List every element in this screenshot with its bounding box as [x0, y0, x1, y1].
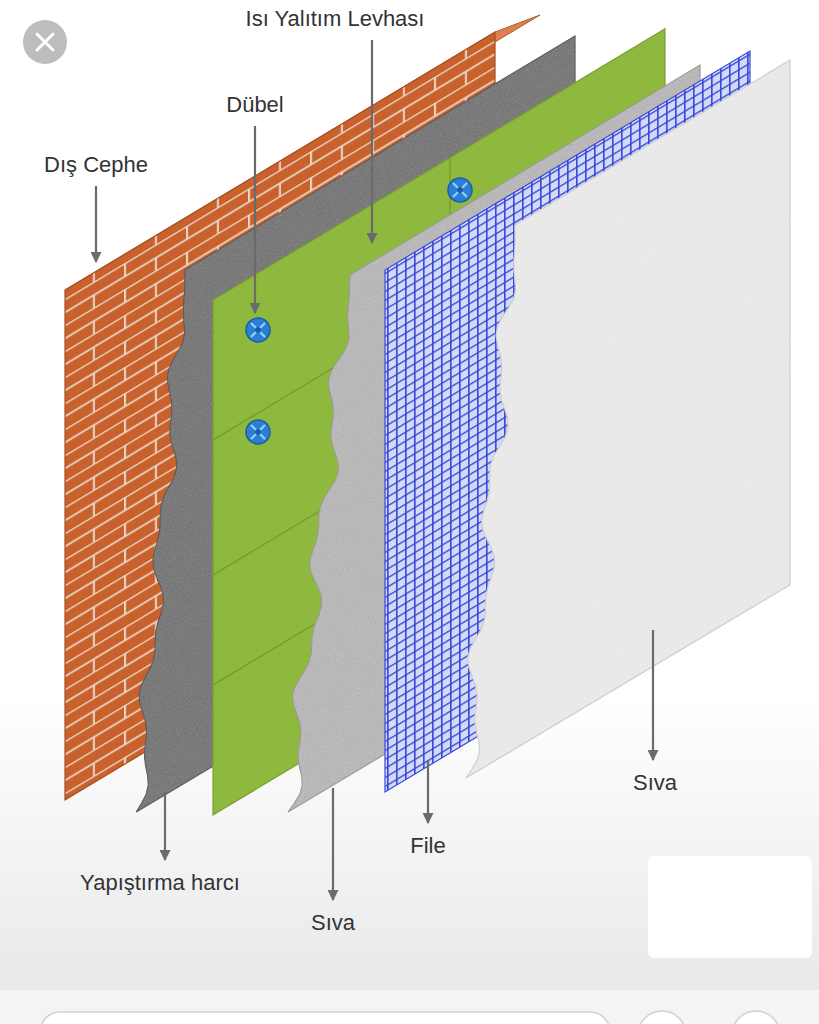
leader-arrow — [652, 630, 654, 760]
leader-arrow — [254, 126, 256, 313]
leader-arrow — [427, 760, 429, 823]
bottom-bar — [0, 990, 819, 1024]
wall-layers — [65, 15, 790, 815]
finish-texture — [466, 60, 790, 778]
part-label: Sıva — [633, 770, 677, 796]
part-label: Sıva — [311, 910, 355, 936]
part-label: Dübel — [226, 92, 283, 118]
dowel — [246, 318, 270, 342]
leader-arrow — [332, 788, 334, 900]
dowel — [448, 178, 472, 202]
dowel — [246, 420, 270, 444]
leader-lines — [96, 40, 653, 900]
finish-layer — [466, 60, 790, 778]
part-label: Dış Cephe — [44, 152, 148, 178]
part-label: Yapıştırma harcı — [80, 870, 240, 896]
leader-arrow — [95, 186, 97, 262]
white-patch — [648, 856, 812, 958]
part-label: Isı Yalıtım Levhası — [246, 6, 425, 32]
close-icon — [23, 20, 67, 64]
leader-arrow — [371, 40, 373, 243]
leader-arrow — [164, 792, 166, 860]
part-label: File — [410, 833, 445, 859]
